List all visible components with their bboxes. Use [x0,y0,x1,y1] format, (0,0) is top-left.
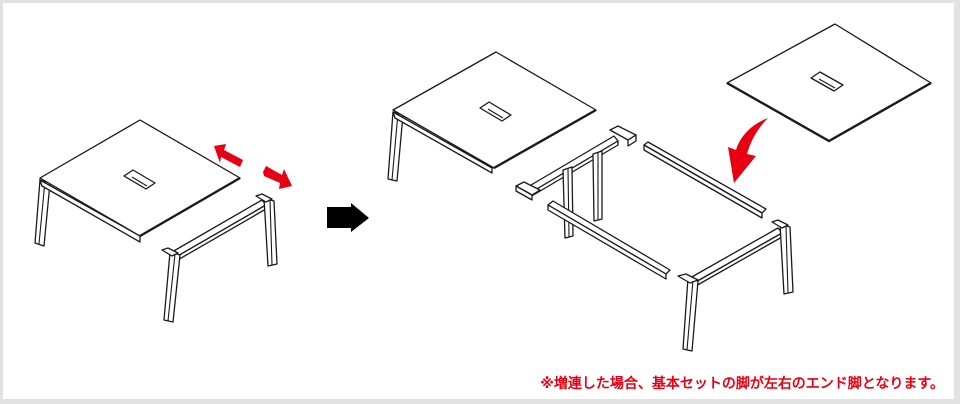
wire-hole-icon [810,71,844,92]
curved-place-arrow-icon [728,118,768,183]
footnote: ※増連した場合、基本セットの脚が左右のエンド脚となります。 [540,376,944,392]
end-leg-frame [161,193,278,323]
beam [547,200,671,280]
end-leg-frame [677,219,794,352]
table-leg [387,111,404,182]
slide-out-arrow-icon [263,166,292,189]
wire-hole-icon [123,169,156,190]
extended-table-right [387,23,932,352]
basic-table-left [34,119,292,323]
wire-hole-icon [479,101,512,122]
right-arrow-icon [327,203,369,232]
middle-leg-frame [515,125,637,239]
beam [643,141,767,219]
slide-out-arrow-icon [214,144,243,167]
